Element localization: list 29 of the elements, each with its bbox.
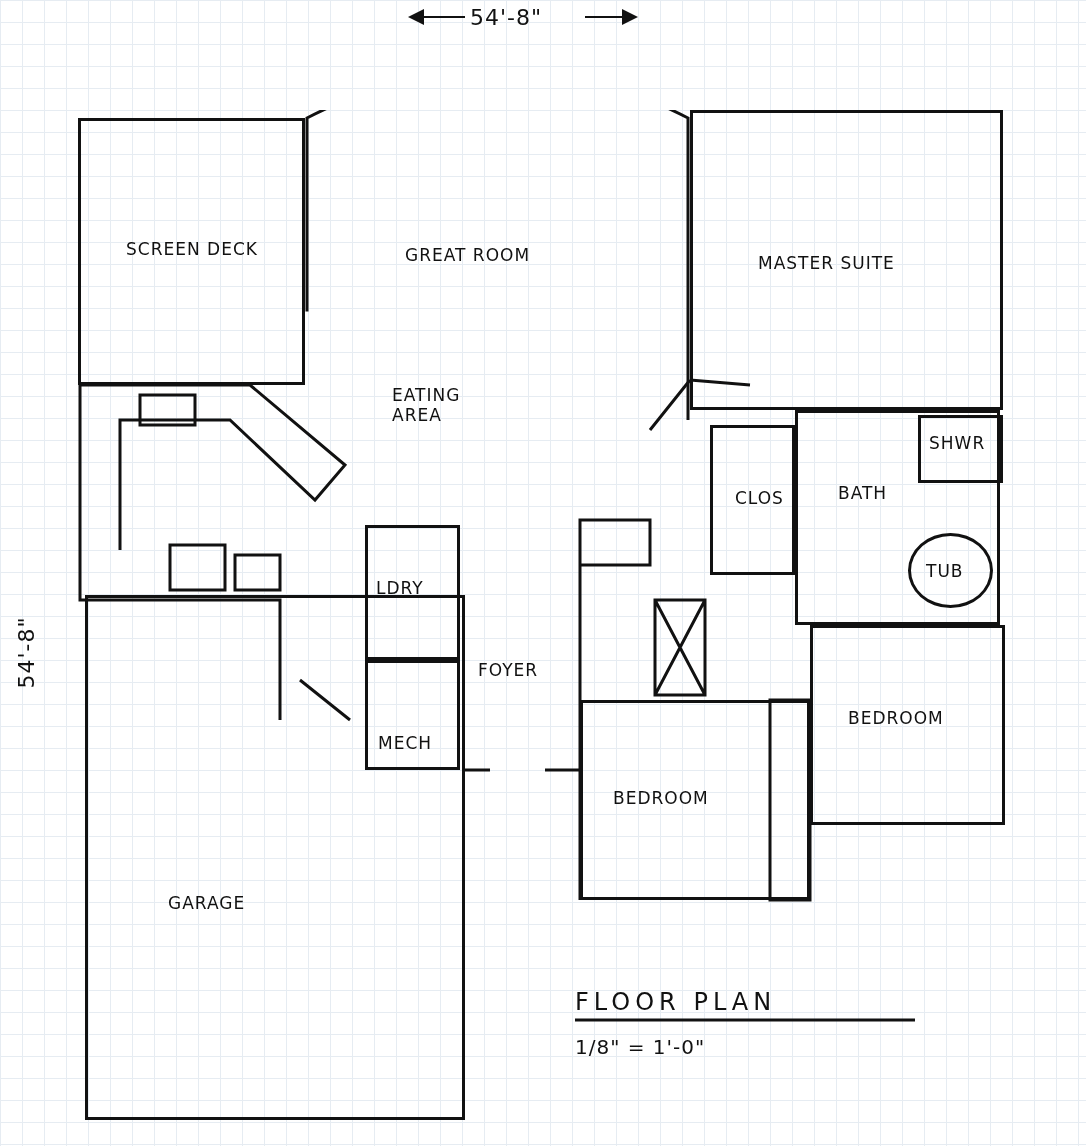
room-label: BATH [838,483,888,503]
room-outline [690,110,1003,410]
room-label: GARAGE [168,893,246,913]
room-label: GREAT ROOM [405,245,531,265]
room-outline [85,595,465,1120]
area-label: FOYER [478,660,539,680]
dimension-label: 54'-8" [470,5,543,30]
room-outline [580,700,810,900]
room-outline [365,525,460,660]
plan-title: FLOOR PLAN [575,988,777,1016]
area-label: EATING AREA [392,385,462,425]
room-outline [810,625,1005,825]
room-label: BEDROOM [848,708,944,728]
room-outline [795,410,1000,625]
room-label: LDRY [376,578,424,598]
dimension-label: 54'-8" [13,616,39,689]
room-outline [78,118,305,385]
room-label: SHWR [929,433,986,453]
room-label: CLOS [735,488,784,508]
scale-label: 1/8" = 1'-0" [575,1035,706,1059]
room-label: TUB [926,561,964,581]
bathtub [908,533,993,608]
room-outline [710,425,795,575]
shower-outline [918,415,1003,483]
room-outline [305,110,690,420]
room-label: MECH [378,733,433,753]
room-label: MASTER SUITE [758,253,895,273]
room-label: SCREEN DECK [126,239,258,259]
room-label: BEDROOM [613,788,709,808]
